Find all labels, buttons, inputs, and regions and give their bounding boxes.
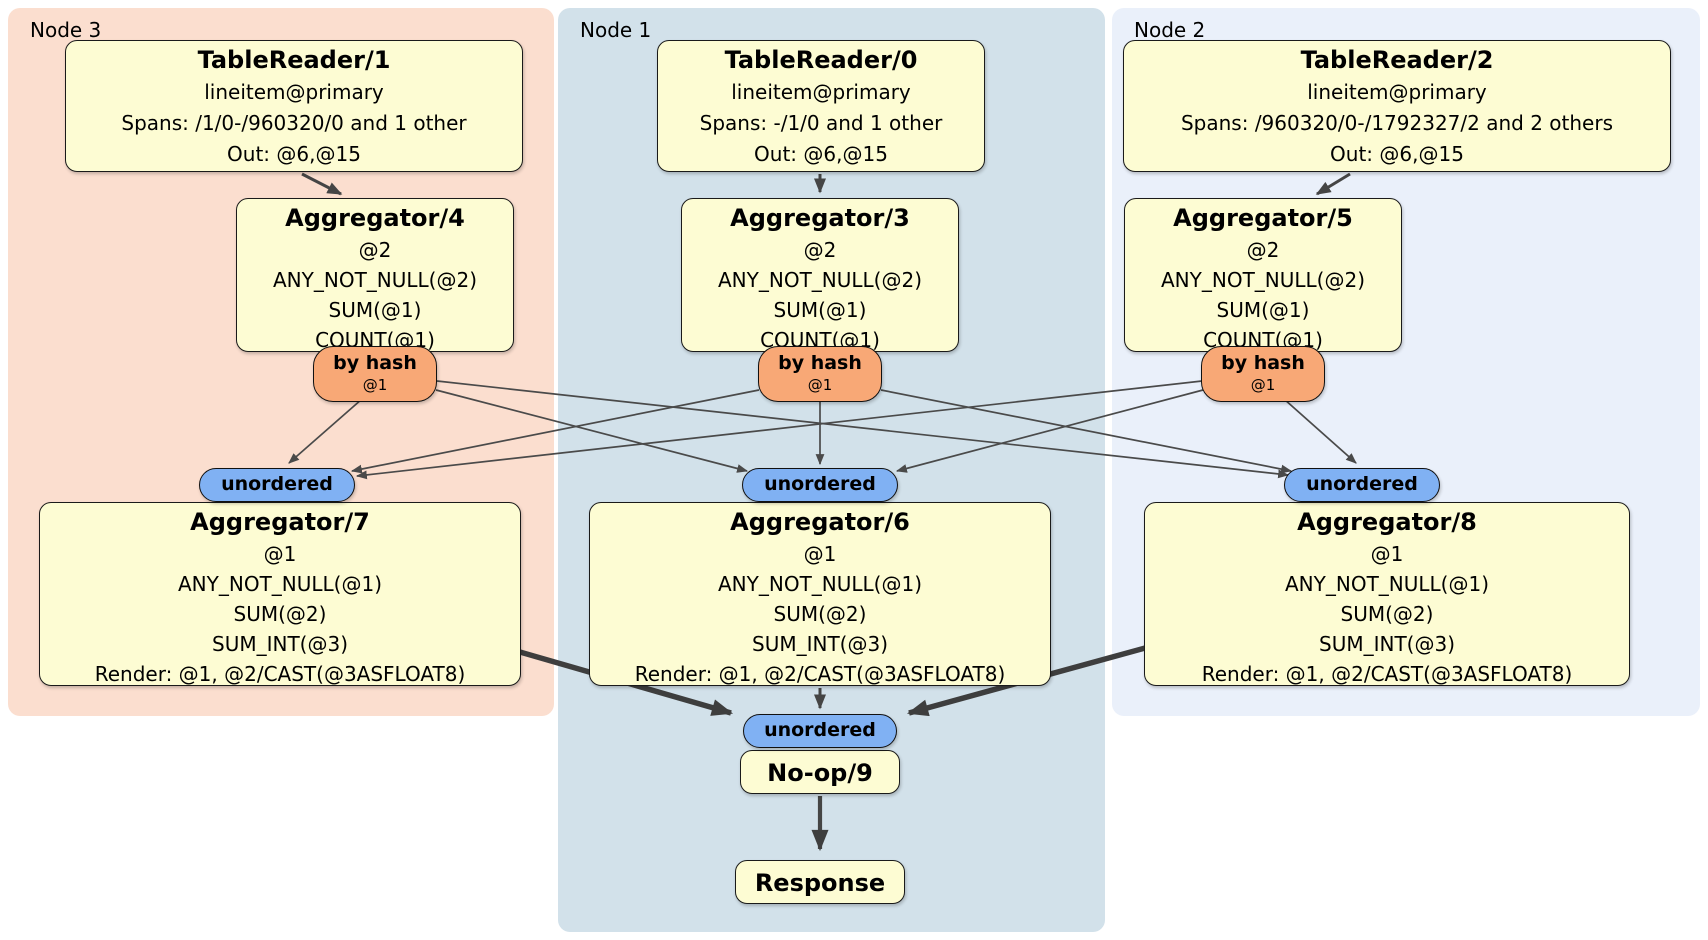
node-aggregator-6: Aggregator/6 @1 ANY_NOT_NULL(@1) SUM(@2)… bbox=[589, 502, 1051, 686]
edge-hash4-unordered-left bbox=[288, 398, 363, 464]
node-detail: SUM_INT(@3) bbox=[212, 632, 348, 656]
router-key: @1 bbox=[362, 376, 388, 394]
node-detail: Render: @1, @2/CAST(@3ASFLOAT8) bbox=[1201, 662, 1573, 686]
panel-label-node-2: Node 2 bbox=[1134, 18, 1206, 42]
node-detail: SUM(@2) bbox=[773, 602, 867, 626]
node-detail: ANY_NOT_NULL(@2) bbox=[273, 268, 477, 292]
node-detail: Out: @6,@15 bbox=[1330, 142, 1464, 166]
node-aggregator-7: Aggregator/7 @1 ANY_NOT_NULL(@1) SUM(@2)… bbox=[39, 502, 521, 686]
edge-hash5-unordered-center bbox=[895, 389, 1204, 473]
node-detail: SUM(@2) bbox=[233, 602, 327, 626]
node-detail: @1 bbox=[1370, 542, 1404, 566]
node-detail: ANY_NOT_NULL(@2) bbox=[718, 268, 922, 292]
node-detail: Out: @6,@15 bbox=[754, 142, 888, 166]
edge-hash3-unordered-right bbox=[880, 389, 1293, 474]
node-title: TableReader/2 bbox=[1300, 46, 1494, 74]
router-label: by hash bbox=[333, 352, 417, 374]
node-aggregator-4: Aggregator/4 @2 ANY_NOT_NULL(@2) SUM(@1)… bbox=[236, 198, 514, 352]
node-noop-9: No-op/9 bbox=[740, 750, 900, 794]
node-detail: Spans: -/1/0 and 1 other bbox=[699, 111, 943, 135]
node-title: Aggregator/8 bbox=[1297, 508, 1477, 536]
node-detail: SUM(@1) bbox=[328, 298, 422, 322]
node-title: Aggregator/7 bbox=[190, 508, 370, 536]
node-title: Aggregator/4 bbox=[285, 204, 465, 232]
node-detail: lineitem@primary bbox=[1307, 80, 1487, 104]
edge-hash4-unordered-center bbox=[435, 389, 749, 473]
node-detail: @2 bbox=[1246, 238, 1280, 262]
edge-tr1-agg4 bbox=[301, 172, 343, 196]
node-detail: Spans: /960320/0-/1792327/2 and 2 others bbox=[1180, 111, 1613, 135]
node-detail: SUM(@1) bbox=[1216, 298, 1310, 322]
node-title: Aggregator/3 bbox=[730, 204, 910, 232]
panel-label-node-3: Node 3 bbox=[30, 18, 102, 42]
router-by-hash-4: by hash @1 bbox=[313, 346, 437, 402]
stream-unordered-center: unordered bbox=[742, 468, 898, 502]
router-label: by hash bbox=[778, 352, 862, 374]
node-aggregator-3: Aggregator/3 @2 ANY_NOT_NULL(@2) SUM(@1)… bbox=[681, 198, 959, 352]
node-detail: @1 bbox=[263, 542, 297, 566]
node-title: Aggregator/5 bbox=[1173, 204, 1353, 232]
node-aggregator-5: Aggregator/5 @2 ANY_NOT_NULL(@2) SUM(@1)… bbox=[1124, 198, 1402, 352]
node-detail: Out: @6,@15 bbox=[227, 142, 361, 166]
node-detail: SUM_INT(@3) bbox=[752, 632, 888, 656]
node-detail: lineitem@primary bbox=[204, 80, 384, 104]
node-detail: SUM_INT(@3) bbox=[1319, 632, 1455, 656]
router-key: @1 bbox=[1250, 376, 1276, 394]
edge-hash3-unordered-left bbox=[350, 389, 760, 474]
node-title: TableReader/1 bbox=[197, 46, 391, 74]
node-detail: lineitem@primary bbox=[731, 80, 911, 104]
panel-label-node-1: Node 1 bbox=[580, 18, 652, 42]
node-detail: Spans: /1/0-/960320/0 and 1 other bbox=[121, 111, 467, 135]
node-aggregator-8: Aggregator/8 @1 ANY_NOT_NULL(@1) SUM(@2)… bbox=[1144, 502, 1630, 686]
node-title: Response bbox=[754, 869, 886, 897]
router-key: @1 bbox=[807, 376, 833, 394]
node-title: Aggregator/6 bbox=[730, 508, 910, 536]
node-tablereader-0: TableReader/0 lineitem@primary Spans: -/… bbox=[657, 40, 985, 172]
node-detail: ANY_NOT_NULL(@1) bbox=[178, 572, 382, 596]
stream-unordered-bottom: unordered bbox=[743, 714, 897, 748]
node-detail: @2 bbox=[803, 238, 837, 262]
node-detail: @1 bbox=[803, 542, 837, 566]
node-title: No-op/9 bbox=[767, 759, 873, 787]
edge-hash5-unordered-right bbox=[1283, 398, 1357, 464]
node-tablereader-1: TableReader/1 lineitem@primary Spans: /1… bbox=[65, 40, 523, 172]
node-detail: ANY_NOT_NULL(@2) bbox=[1161, 268, 1365, 292]
node-detail: SUM(@2) bbox=[1340, 602, 1434, 626]
node-tablereader-2: TableReader/2 lineitem@primary Spans: /9… bbox=[1123, 40, 1671, 172]
edge-hash5-unordered-left bbox=[355, 380, 1203, 480]
node-detail: ANY_NOT_NULL(@1) bbox=[718, 572, 922, 596]
stream-unordered-left: unordered bbox=[199, 468, 355, 502]
router-label: by hash bbox=[1221, 352, 1305, 374]
node-detail: SUM(@1) bbox=[773, 298, 867, 322]
stream-unordered-right: unordered bbox=[1284, 468, 1440, 502]
edge-tr2-agg5 bbox=[1315, 172, 1351, 196]
node-response: Response bbox=[735, 860, 905, 904]
router-by-hash-5: by hash @1 bbox=[1201, 346, 1325, 402]
node-detail: Render: @1, @2/CAST(@3ASFLOAT8) bbox=[634, 662, 1006, 686]
node-detail: ANY_NOT_NULL(@1) bbox=[1285, 572, 1489, 596]
edge-hash4-unordered-right bbox=[436, 380, 1290, 479]
node-detail: Render: @1, @2/CAST(@3ASFLOAT8) bbox=[94, 662, 466, 686]
router-by-hash-3: by hash @1 bbox=[758, 346, 882, 402]
node-detail: @2 bbox=[358, 238, 392, 262]
node-title: TableReader/0 bbox=[724, 46, 918, 74]
